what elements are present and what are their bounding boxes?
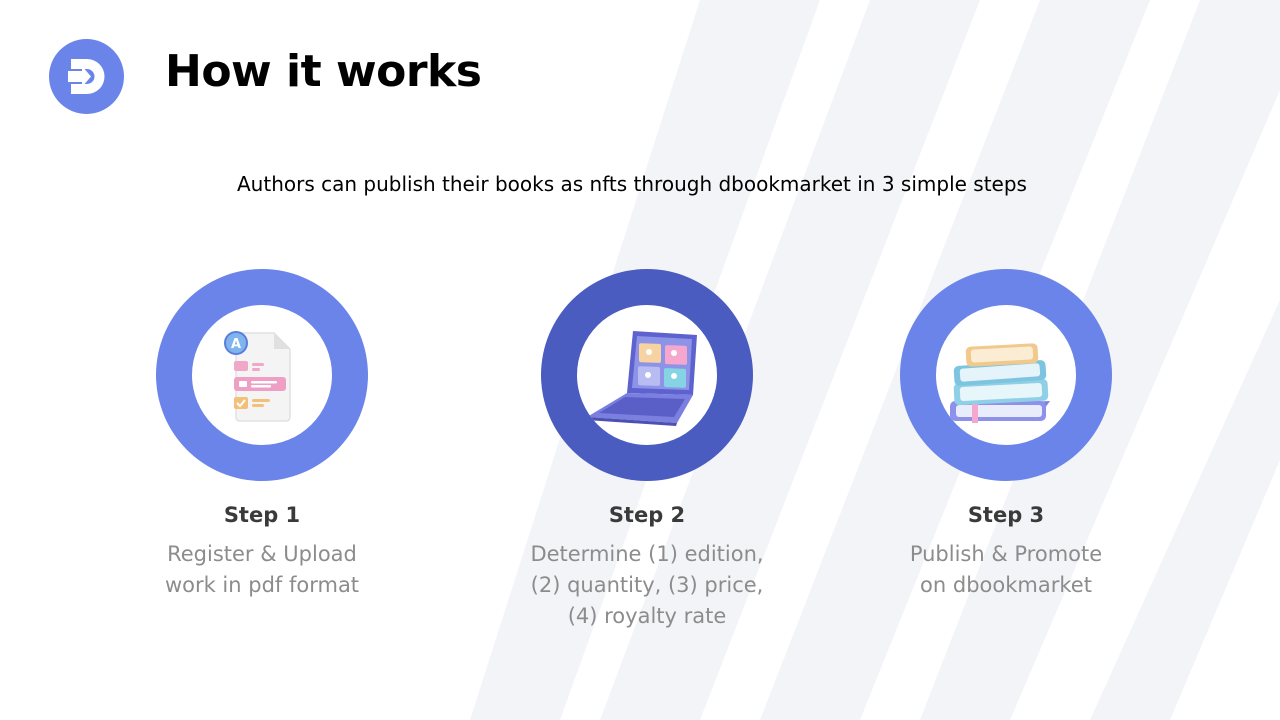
svg-text:A: A bbox=[231, 337, 241, 352]
step-3-description-line: on dbookmarket bbox=[920, 573, 1092, 597]
book-stack-icon bbox=[950, 343, 1050, 423]
step-3: Step 3 Publish & Promote on dbookmarket bbox=[856, 269, 1156, 601]
step-3-title: Step 3 bbox=[967, 503, 1045, 527]
step-3-description-line: Publish & Promote bbox=[909, 542, 1103, 566]
laptop-icon bbox=[586, 331, 697, 426]
intro-text: Authors can publish their books as nfts … bbox=[237, 172, 1027, 196]
step-2-description: Determine (1) edition, (2) quantity, (3)… bbox=[497, 539, 797, 632]
document-form-icon: A bbox=[224, 331, 291, 422]
step-1: A Step 1 Register & Upload work in pdf f… bbox=[112, 269, 412, 601]
step-2-description-line: (4) royalty rate bbox=[567, 604, 727, 628]
step-1-description-line: work in pdf format bbox=[164, 573, 360, 597]
step-2-ring bbox=[541, 269, 753, 481]
page-title: How it works bbox=[165, 46, 482, 97]
dbookmarket-logo-icon bbox=[49, 39, 124, 114]
step-1-ring: A bbox=[156, 269, 368, 481]
step-2-description-line: (2) quantity, (3) price, bbox=[530, 573, 764, 597]
step-3-description: Publish & Promote on dbookmarket bbox=[856, 539, 1156, 601]
step-3-ring bbox=[900, 269, 1112, 481]
step-2-title: Step 2 bbox=[608, 503, 686, 527]
step-2-description-line: Determine (1) edition, bbox=[530, 542, 764, 566]
step-2: Step 2 Determine (1) edition, (2) quanti… bbox=[497, 269, 797, 632]
step-1-description: Register & Upload work in pdf format bbox=[112, 539, 412, 601]
step-1-description-line: Register & Upload bbox=[167, 542, 357, 566]
step-1-title: Step 1 bbox=[223, 503, 301, 527]
